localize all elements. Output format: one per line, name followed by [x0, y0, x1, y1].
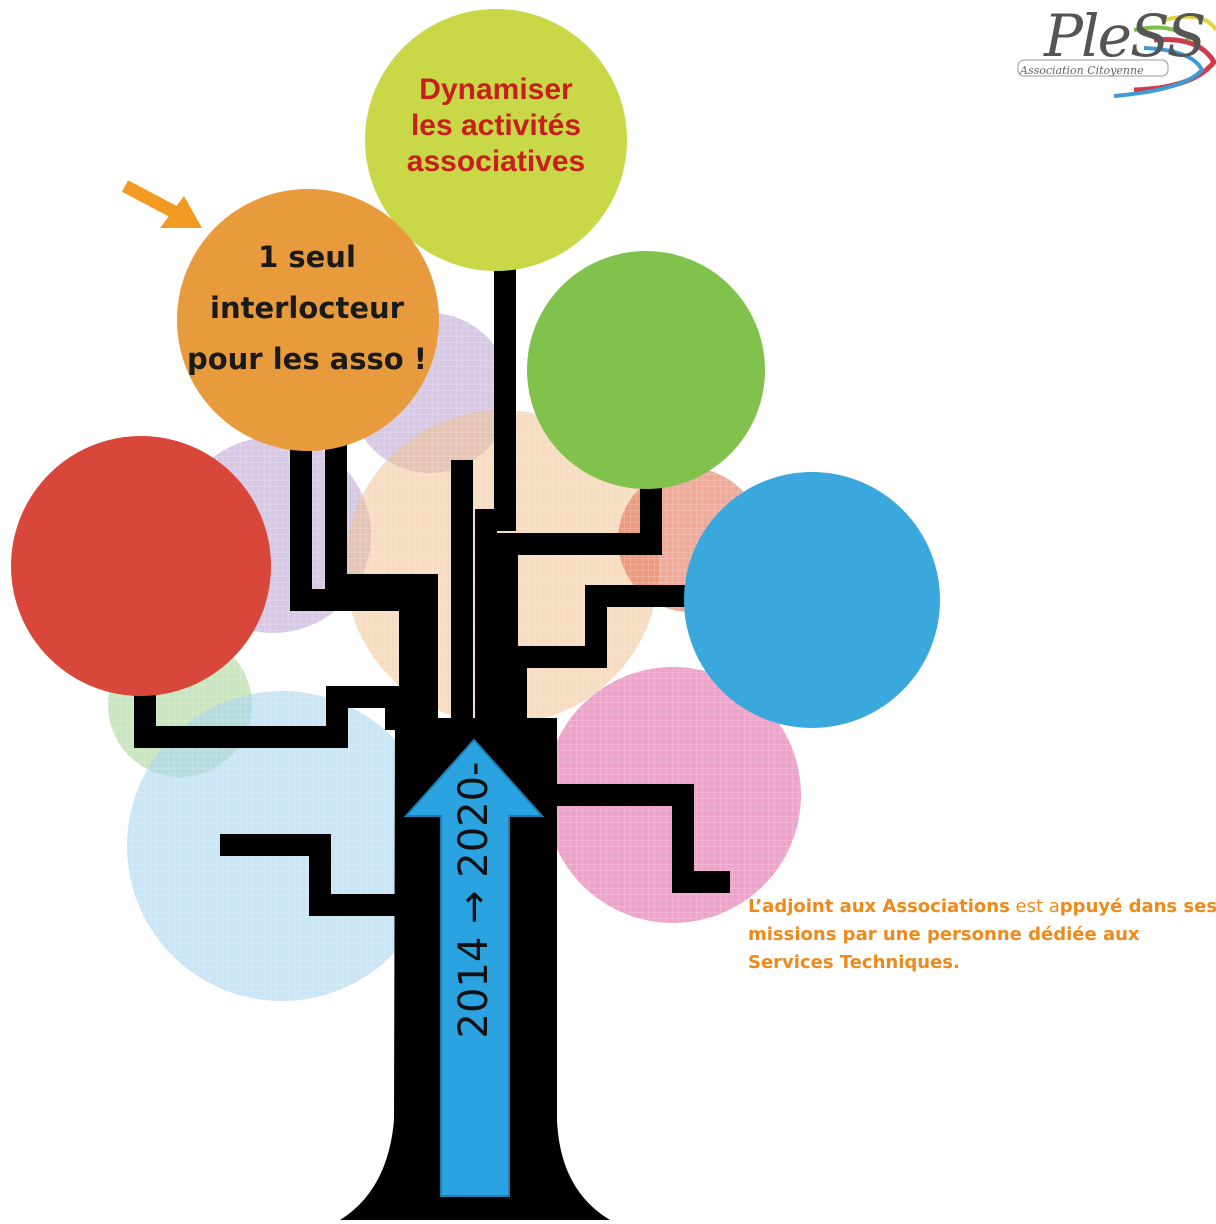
- branches: [134, 258, 730, 916]
- branch-left-inner: [325, 440, 438, 730]
- circle-top-line-3: associatives: [406, 145, 586, 178]
- trunk-arrow-label: 2014 → 2020-: [451, 761, 497, 1039]
- circle-left: [11, 436, 271, 696]
- trunk-arrow: [403, 738, 545, 1197]
- caption-part-1: L’adjoint aux Associations: [748, 896, 1010, 917]
- branch-left-low: [220, 834, 396, 916]
- branch-left-upper: [290, 440, 421, 730]
- branch-right: [505, 585, 690, 730]
- branch-left: [134, 686, 407, 748]
- pointer-arrow: [121, 180, 202, 228]
- circle-left-upper-line-2: interlocteur: [210, 291, 404, 325]
- circle-right: [684, 472, 940, 728]
- circle-top-line-2: les activités: [410, 109, 582, 142]
- circle-left-upper-label: 1 seul interlocteur pour les asso !: [172, 232, 442, 385]
- logo-subtitle: Association Citoyenne: [1020, 64, 1144, 77]
- caption-part-2: est a: [1009, 896, 1060, 917]
- main-circles: [11, 9, 940, 728]
- branch-right-low: [550, 784, 730, 893]
- circle-left-upper-line-1: 1 seul: [258, 240, 356, 274]
- logo: PleSS Association Citoyenne: [1014, 0, 1216, 100]
- caption: L’adjoint aux Associations est appuyé da…: [748, 893, 1216, 977]
- branch-top: [475, 258, 516, 730]
- circle-left-upper-line-3: pour les asso !: [186, 342, 428, 376]
- logo-swoosh-graphic: [1017, 14, 1216, 98]
- circle-top-line-1: Dynamiser: [419, 73, 573, 106]
- circle-right-upper: [527, 251, 765, 489]
- circle-top-label: Dynamiser les activités associatives: [378, 72, 614, 180]
- circle-top: [365, 9, 627, 271]
- branch-right-upper: [496, 470, 662, 730]
- logo-wordmark: PleSS: [1044, 2, 1206, 70]
- caption-part-3: ppuyé dans ses missions par une personne…: [748, 896, 1216, 973]
- circle-left-upper: [177, 189, 439, 451]
